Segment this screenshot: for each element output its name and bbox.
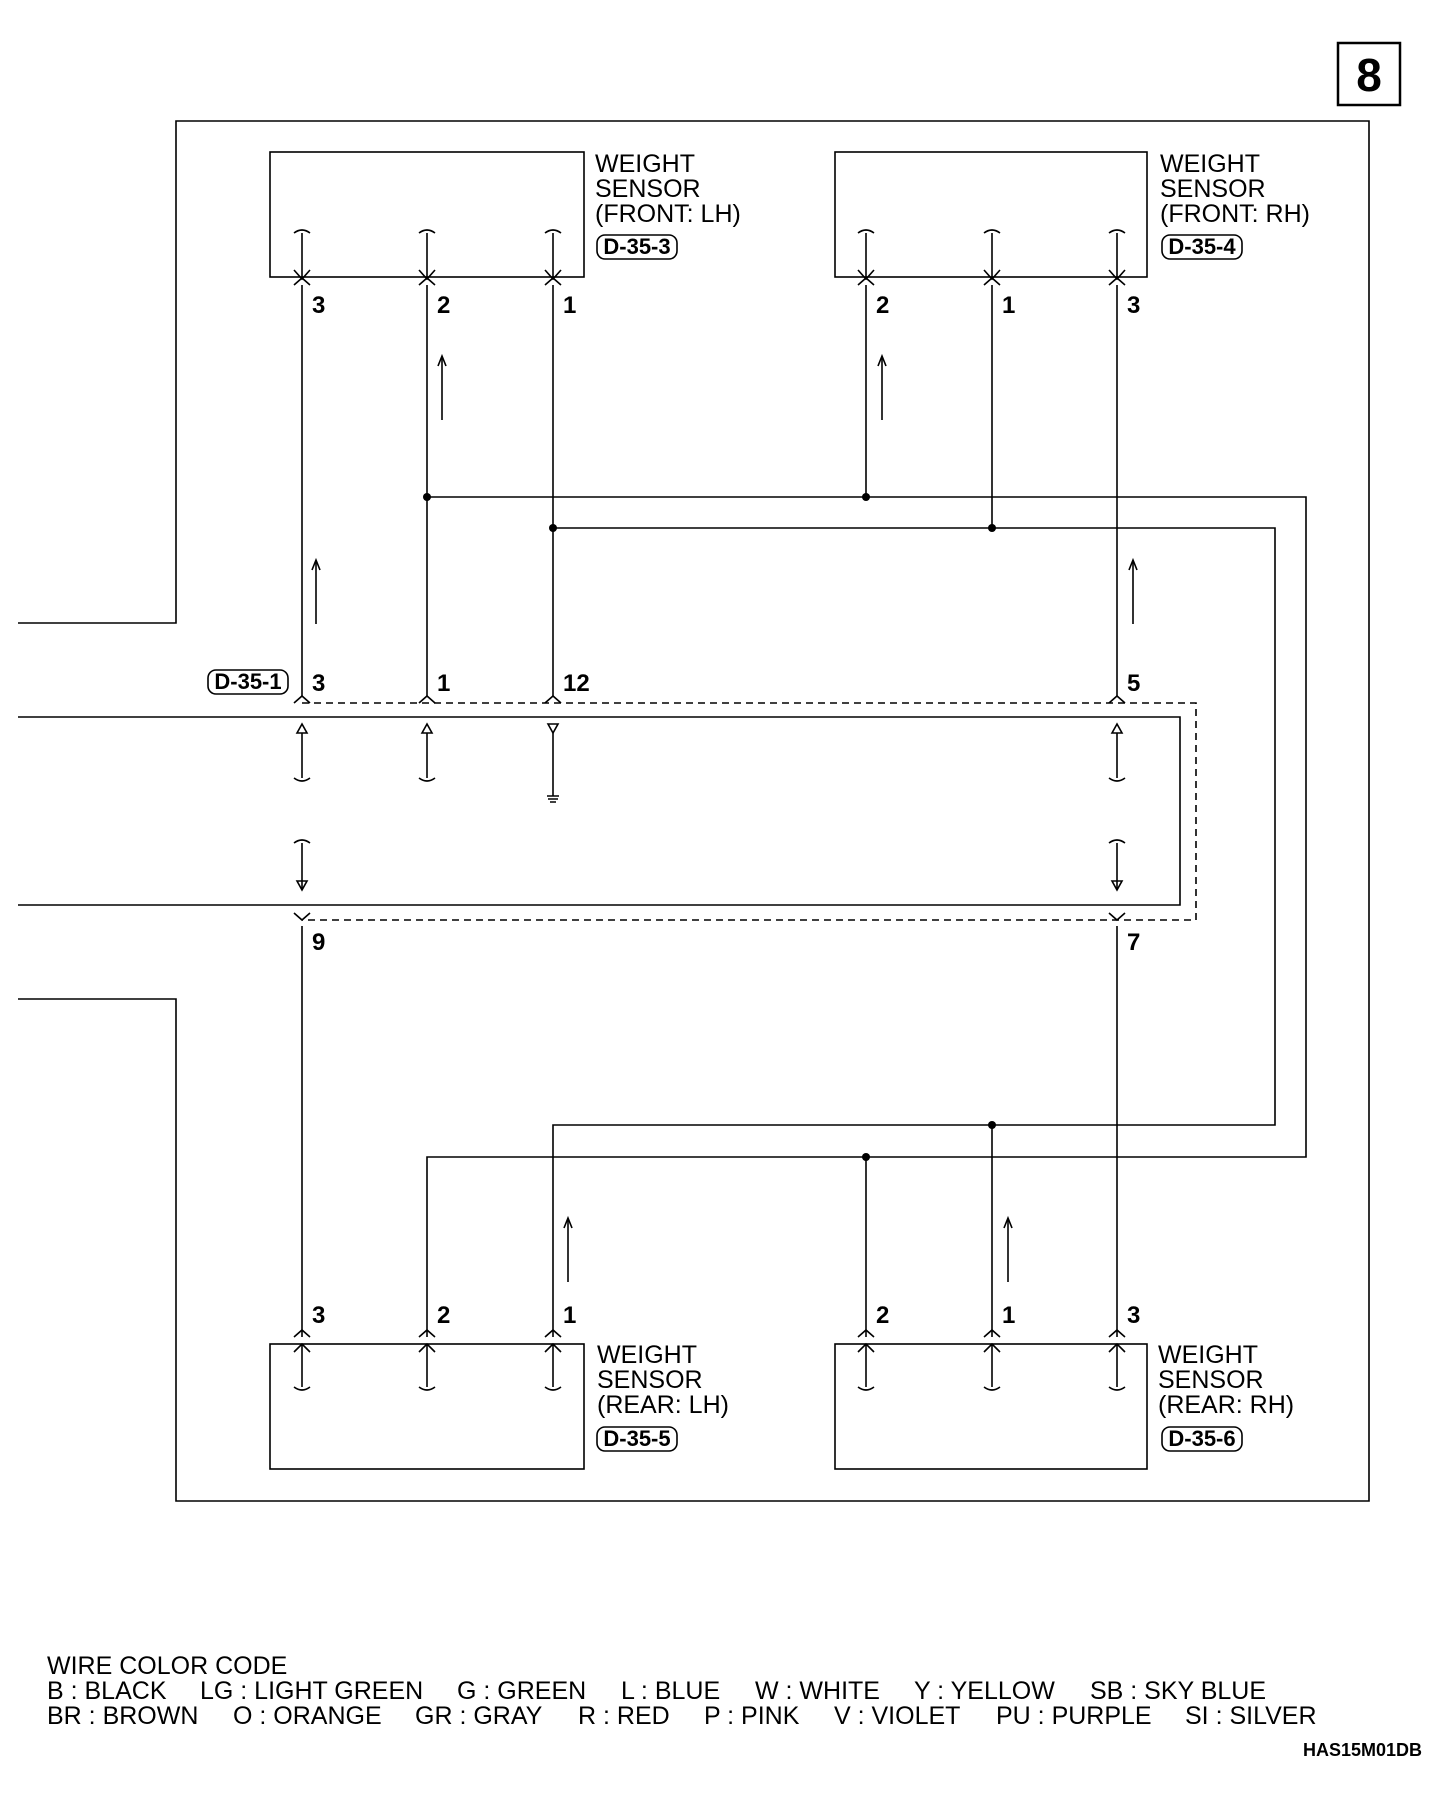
connector-shield [302, 702, 1197, 921]
pin-number: 5 [1127, 670, 1140, 697]
diagram-frame [18, 120, 1370, 1502]
front-lh-pin-numbers: 3 2 1 [312, 292, 576, 319]
legend-entry: W : WHITE [755, 1677, 880, 1705]
connector-code: D-35-5 [603, 1426, 670, 1451]
front-rh-sensor-box [834, 151, 1148, 278]
legend-row-2: BR : BROWN O : ORANGE GR : GRAY R : RED … [47, 1702, 1317, 1730]
legend-title: WIRE COLOR CODE [47, 1652, 287, 1680]
pin-number: 12 [563, 670, 590, 697]
legend-entry: SB : SKY BLUE [1090, 1677, 1266, 1705]
page-number-box [1336, 41, 1402, 107]
front-rh-terminals [857, 229, 1126, 286]
svg-text:SENSOR: SENSOR [595, 175, 701, 203]
legend-entry: SI : SILVER [1185, 1702, 1317, 1730]
bus-wire-a [426, 496, 1307, 1337]
main-connector-code: D-35-1 [214, 669, 281, 694]
svg-text:SENSOR: SENSOR [1158, 1366, 1264, 1394]
legend-entry: GR : GRAY [415, 1702, 543, 1730]
front-lh-terminals [293, 229, 562, 286]
legend-entry: LG : LIGHT GREEN [200, 1677, 423, 1705]
code-box-rear-lh [596, 1426, 678, 1452]
pin-number: 3 [1127, 1302, 1140, 1329]
signal-arrows [311, 353, 1138, 1282]
pin-number: 3 [312, 670, 325, 697]
legend-entry: BR : BROWN [47, 1702, 198, 1730]
svg-text:SENSOR: SENSOR [597, 1366, 703, 1394]
svg-text:(FRONT: RH): (FRONT: RH) [1160, 200, 1310, 228]
rear-lh-pin-numbers: 3 2 1 [312, 1302, 576, 1329]
code-box-front-rh [1161, 234, 1243, 260]
connector-code: D-35-6 [1168, 1426, 1235, 1451]
pin-number: 2 [876, 1302, 889, 1329]
svg-text:(FRONT: LH): (FRONT: LH) [595, 200, 741, 228]
bus-wire-b [552, 527, 1276, 1337]
pin-number: 2 [437, 1302, 450, 1329]
connector-code: D-35-3 [603, 234, 670, 259]
legend-entry: L : BLUE [621, 1677, 720, 1705]
code-box-main [207, 669, 289, 695]
code-box-rear-rh [1161, 1426, 1243, 1452]
legend-entry: R : RED [578, 1702, 670, 1730]
legend-entry: G : GREEN [457, 1677, 586, 1705]
connector-code: D-35-4 [1168, 234, 1236, 259]
svg-text:WEIGHT: WEIGHT [1158, 1341, 1258, 1369]
pin-number: 1 [563, 292, 576, 319]
pin-number: 3 [312, 292, 325, 319]
pin-number: 1 [563, 1302, 576, 1329]
page-number: 8 [1356, 49, 1382, 101]
svg-text:WEIGHT: WEIGHT [597, 1341, 697, 1369]
junction-dots [423, 493, 996, 1161]
pin-number: 2 [876, 292, 889, 319]
front-rh-pin-numbers: 2 1 3 [876, 292, 1140, 319]
pin-number: 1 [437, 670, 450, 697]
svg-text:WEIGHT: WEIGHT [595, 150, 695, 178]
legend-entry: P : PINK [704, 1702, 800, 1730]
pin-number: 2 [437, 292, 450, 319]
reference-code: HAS15M01DB [1303, 1740, 1422, 1760]
legend-entry: V : VIOLET [834, 1702, 960, 1730]
svg-text:(REAR: LH): (REAR: LH) [597, 1391, 729, 1419]
pin-number: 1 [1002, 1302, 1015, 1329]
front-lh-label: WEIGHT SENSOR (FRONT: LH) D-35-3 [595, 150, 741, 259]
rear-rh-pin-numbers: 2 1 3 [876, 1302, 1140, 1329]
rear-rh-terminals [857, 1328, 1126, 1391]
main-connector-top-terminals [293, 694, 1126, 803]
legend-entry: O : ORANGE [233, 1702, 382, 1730]
wire-color-legend: WIRE COLOR CODE B : BLACK LG : LIGHT GRE… [47, 1652, 1317, 1730]
front-rh-label: WEIGHT SENSOR (FRONT: RH) D-35-4 [1160, 150, 1310, 259]
svg-text:SENSOR: SENSOR [1160, 175, 1266, 203]
pin-number: 3 [312, 1302, 325, 1329]
rear-lh-terminals [293, 1328, 562, 1391]
rear-rh-label: WEIGHT SENSOR (REAR: RH) D-35-6 [1158, 1341, 1294, 1451]
main-connector-pin-numbers: 3 1 12 5 9 7 [312, 670, 1140, 956]
pin-number: 7 [1127, 929, 1140, 956]
svg-text:(REAR: RH): (REAR: RH) [1158, 1391, 1294, 1419]
pin-number: 1 [1002, 292, 1015, 319]
pin-number: 9 [312, 929, 325, 956]
main-connector-bottom-terminals [293, 839, 1126, 922]
rear-lh-label: WEIGHT SENSOR (REAR: LH) D-35-5 [597, 1341, 729, 1451]
code-box-front-lh [596, 234, 678, 260]
legend-entry: Y : YELLOW [914, 1677, 1055, 1705]
main-unit-body [18, 716, 1181, 906]
legend-entry: PU : PURPLE [996, 1702, 1152, 1730]
legend-entry: B : BLACK [47, 1677, 167, 1705]
pin-number: 3 [1127, 292, 1140, 319]
svg-text:WEIGHT: WEIGHT [1160, 150, 1260, 178]
legend-row-1: B : BLACK LG : LIGHT GREEN G : GREEN L :… [47, 1677, 1266, 1705]
rear-rh-sensor-box [834, 1343, 1148, 1470]
